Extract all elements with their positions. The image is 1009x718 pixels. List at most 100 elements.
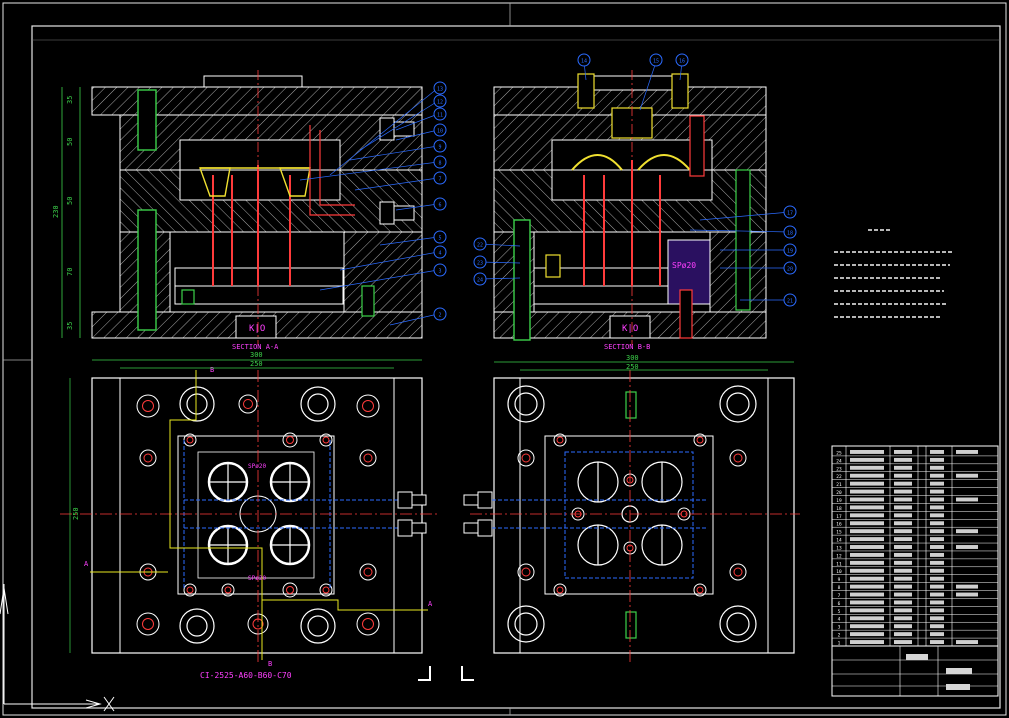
- balloon: [783, 261, 797, 275]
- balloon-label: 10: [437, 129, 443, 135]
- bom-cell-name: [894, 576, 912, 581]
- cavity-label-bottom: SPø20: [248, 575, 266, 582]
- bom-cell-code: [850, 600, 884, 605]
- bom-cell-code: [850, 489, 884, 494]
- balloon: [783, 293, 797, 307]
- screw-hole: [282, 432, 298, 448]
- screw-hole-core: [186, 436, 194, 444]
- screw-hole: [136, 394, 160, 418]
- bom-row-number: 12: [836, 553, 842, 559]
- balloon: [433, 94, 447, 108]
- balloon-label: 11: [437, 113, 443, 119]
- dim-a-50b: 50: [66, 197, 74, 205]
- balloon: [433, 263, 447, 277]
- screw-hole: [139, 449, 157, 467]
- screw-hole: [693, 583, 707, 597]
- bom-cell-code: [850, 592, 884, 597]
- bom-cell-name: [894, 632, 912, 637]
- dim-left-250w: 250: [250, 360, 263, 368]
- label-b-bottom: B: [268, 660, 272, 668]
- bom-cell-material: [930, 497, 944, 502]
- screw-hole-core: [556, 436, 564, 444]
- bom-row-number: 10: [836, 569, 842, 575]
- title-block: [831, 645, 999, 697]
- screw-hole: [319, 583, 333, 597]
- bom-cell-code: [850, 552, 884, 557]
- balloon: [433, 123, 447, 137]
- bom-cell-note: [956, 450, 978, 454]
- bom-cell-code: [850, 473, 884, 478]
- bom-row-number: 18: [836, 506, 842, 512]
- dim-a-35-bot: 35: [66, 322, 74, 330]
- bom-cell-material: [930, 457, 944, 462]
- balloon: [675, 53, 689, 67]
- bom-cell-name: [894, 481, 912, 486]
- screw-hole-core: [363, 453, 373, 463]
- bom-cell-code: [850, 608, 884, 613]
- bom-cell-code: [850, 560, 884, 565]
- bom-cell-note: [956, 592, 978, 597]
- bom-row-number: 23: [836, 466, 842, 472]
- sheet-border-inner: [31, 25, 1001, 709]
- plan-right-view[interactable]: 300 250: [463, 354, 800, 664]
- dim-a-50a: 50: [66, 138, 74, 146]
- bom-row-number: 15: [836, 530, 842, 536]
- bom-cell-material: [930, 481, 944, 486]
- bom-cell-code: [850, 497, 884, 502]
- bill-of-materials[interactable]: 2524232221201918171615141312111098765432…: [831, 445, 999, 697]
- section-a-view[interactable]: 35 50 50 230 70 35 K|O SECTION A-A 13121…: [52, 70, 447, 351]
- bom-cell-name: [894, 624, 912, 629]
- balloon: [433, 197, 447, 211]
- screw-hole: [221, 583, 235, 597]
- plan-left-view[interactable]: A A B B SPø20 SPø20 CI-2525-A60-B60-C70 …: [60, 351, 440, 680]
- bom-cell-material: [930, 552, 944, 557]
- screw-hole-core: [521, 453, 531, 463]
- bom-cell-material: [930, 465, 944, 470]
- screw-hole: [136, 612, 160, 636]
- bom-cell-name: [894, 584, 912, 589]
- bom-cell-note: [956, 584, 978, 589]
- bom-cell-note: [956, 497, 978, 502]
- bom-row-number: 11: [836, 561, 842, 567]
- bom-cell-material: [930, 616, 944, 621]
- view-arrow-right: [461, 666, 474, 681]
- balloon-label: 5: [438, 236, 441, 242]
- bom-row-number: 7: [838, 593, 841, 599]
- bom-cell-name: [894, 497, 912, 502]
- bom-cell-code: [850, 632, 884, 637]
- screw-hole: [517, 449, 535, 467]
- bom-cell-name: [894, 560, 912, 565]
- dim-right-300: 300: [626, 354, 639, 362]
- balloon-label: 7: [438, 177, 441, 183]
- screw-hole: [553, 433, 567, 447]
- part-code: CI-2525-A60-B60-C70: [200, 671, 292, 680]
- balloon: [473, 272, 487, 286]
- bom-cell-material: [930, 529, 944, 534]
- label-b-top: B: [210, 366, 214, 374]
- bom-cell-material: [930, 489, 944, 494]
- bom-cell-name: [894, 529, 912, 534]
- balloon: [577, 53, 591, 67]
- bom-row-number: 22: [836, 474, 842, 480]
- screw-hole-core: [143, 453, 153, 463]
- balloon: [783, 225, 797, 239]
- balloon-label: 21: [787, 299, 793, 305]
- bom-cell-material: [930, 521, 944, 526]
- balloon-label: 16: [679, 59, 685, 65]
- cavity-label-top: SPø20: [248, 463, 266, 470]
- balloon-label: 9: [438, 145, 441, 151]
- balloon-label: 22: [477, 243, 483, 249]
- balloon-label: 14: [581, 59, 587, 65]
- screw-hole: [693, 433, 707, 447]
- screw-hole-core: [362, 618, 374, 630]
- bom-cell-material: [930, 608, 944, 613]
- bom-row-number: 5: [838, 609, 841, 615]
- bom-cell-name: [894, 457, 912, 462]
- balloon: [433, 171, 447, 185]
- balloon-label: 15: [653, 59, 659, 65]
- balloon: [433, 155, 447, 169]
